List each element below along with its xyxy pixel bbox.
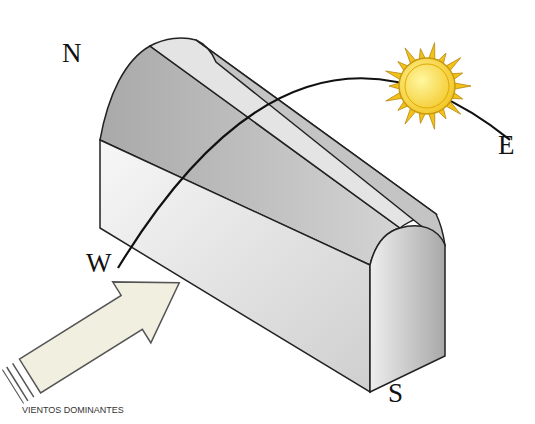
sun-path bbox=[118, 78, 510, 268]
compass-letter: E bbox=[498, 132, 515, 159]
compass-letter: S bbox=[388, 380, 403, 407]
sun-ray bbox=[454, 83, 471, 89]
sun-symbol bbox=[386, 43, 471, 130]
compass-letter: N bbox=[62, 40, 82, 67]
compass-letter: W bbox=[86, 250, 111, 277]
side-wall bbox=[100, 140, 370, 392]
wind-label: VIENTOS DOMINANTES bbox=[22, 406, 124, 415]
front-gable bbox=[370, 226, 445, 392]
